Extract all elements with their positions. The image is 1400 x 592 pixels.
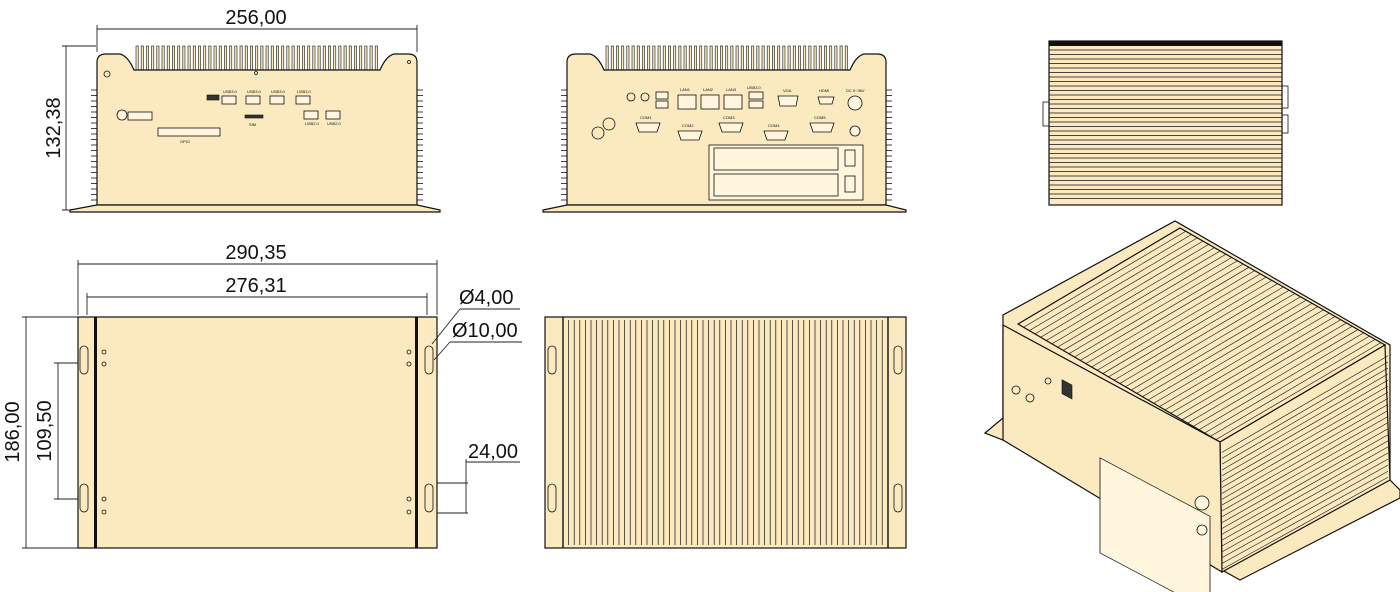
com-port-4 [763, 130, 789, 141]
svg-text:LAN3: LAN3 [726, 87, 737, 92]
power-button-icon [116, 109, 128, 121]
front-view: 256,00 132,38 GPIO USB3.0 USB3.0 USB3.0 … [43, 7, 441, 213]
screw-icon [103, 70, 111, 78]
svg-text:LAN2: LAN2 [703, 87, 714, 92]
front-chassis [96, 53, 418, 206]
dim-width-inner: 276,31 [225, 275, 286, 297]
dim-width-outer: 290,35 [225, 242, 286, 264]
usb-port-c [269, 95, 285, 105]
dc-jack-icon [847, 95, 863, 111]
svg-text:HDMI: HDMI [819, 88, 829, 93]
top-view [1042, 40, 1289, 206]
svg-text:LAN1: LAN1 [680, 87, 691, 92]
svg-text:VGA: VGA [783, 88, 792, 93]
svg-text:COM2: COM2 [682, 123, 694, 128]
usb-port-e [303, 110, 319, 120]
iso-expansion-bay [1099, 457, 1211, 592]
svg-text:USB3.0: USB3.0 [247, 89, 262, 94]
dim-mount-spacing: 109,50 [34, 400, 56, 461]
svg-text:USB2.0: USB2.0 [327, 121, 342, 126]
com-port-3 [718, 122, 744, 133]
usb-port-f [325, 110, 341, 120]
mount-slot-icon [424, 345, 434, 375]
svg-text:COM4: COM4 [768, 123, 780, 128]
lan-port-1 [677, 94, 697, 110]
svg-text:USB3.0: USB3.0 [297, 89, 312, 94]
svg-text:DC 9~36V: DC 9~36V [846, 88, 865, 93]
svg-text:COM1: COM1 [640, 115, 652, 120]
gpio-label: GPIO [180, 139, 190, 144]
expansion-bay [708, 144, 864, 201]
sim-slot [244, 114, 264, 119]
antenna-hole-icon [591, 126, 605, 140]
hdmi-port [817, 96, 835, 105]
svg-text:COM3: COM3 [723, 115, 735, 120]
bottom-view: 290,35 276,31 186,00 109,50 [2, 242, 522, 549]
usb-port-b [245, 95, 261, 105]
com-port-1 [635, 122, 661, 133]
dim-hole-small: Ø4,00 [459, 287, 513, 309]
antenna-hole-icon [602, 117, 616, 131]
dim-height-front: 132,38 [43, 97, 65, 158]
bottom-chassis [77, 316, 438, 549]
isometric-view [983, 220, 1400, 592]
lan-port-2 [700, 94, 720, 110]
dim-hole-large: Ø10,00 [452, 320, 518, 342]
dim-slot-depth: 24,00 [468, 441, 518, 463]
com-port-2 [677, 130, 703, 141]
svg-text:USB3.0: USB3.0 [271, 89, 286, 94]
lan-port-3 [723, 94, 743, 110]
usb-port-d [295, 95, 311, 105]
svg-text:USB2.0: USB2.0 [305, 121, 320, 126]
usb-port-a [221, 95, 237, 105]
dim-height-bottom: 186,00 [2, 401, 24, 462]
rear-view: LAN1 LAN2 LAN3 USB3.0 VGA HDMI DC 9~36V … [542, 45, 907, 213]
svg-text:COM5: COM5 [814, 115, 826, 120]
side-view [544, 316, 907, 549]
dim-width-top: 256,00 [225, 7, 286, 29]
vga-port [777, 95, 799, 107]
com-port-5 [809, 122, 835, 133]
svg-text:SIM: SIM [249, 122, 256, 127]
svg-text:USB3.0: USB3.0 [223, 89, 238, 94]
gpio-connector [157, 127, 221, 137]
svg-text:USB3.0: USB3.0 [747, 85, 762, 90]
usb-stack [748, 91, 764, 100]
